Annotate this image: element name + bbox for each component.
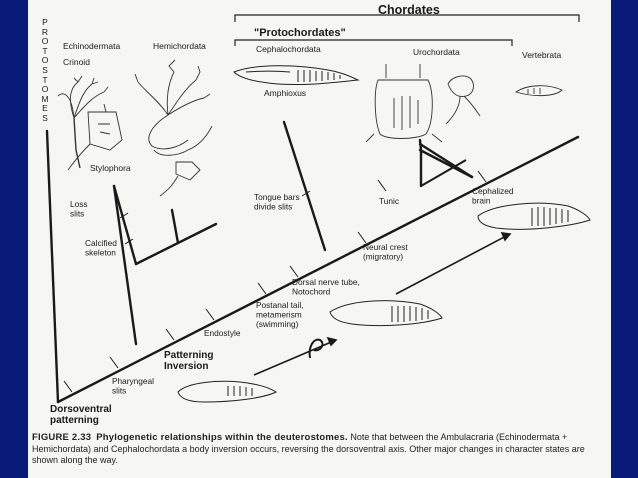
pharyngeal-slits-line-1: Pharyngeal [112, 376, 154, 386]
protostomes-letter: O [41, 36, 49, 47]
caption-title: Phylogenetic relationships within the de… [96, 432, 348, 443]
dorsoventral-line-2: patterning [50, 415, 99, 426]
neural-crest-line-2: (migratory) [363, 252, 403, 262]
patterning-inversion-line-1: Patterning [164, 350, 213, 361]
svg-text:Postanal tail,metamerism(swimm: Postanal tail,metamerism(swimming) [256, 300, 304, 329]
branch-details [420, 159, 467, 187]
inversion-symbol [308, 338, 324, 359]
protostomes-letter: S [42, 112, 48, 123]
tunic-label: Tunic [379, 196, 399, 206]
svg-text:Dorsal nerve tube,Notochord: Dorsal nerve tube,Notochord [292, 277, 360, 297]
taxon-crinoid: Crinoid [63, 57, 90, 67]
cephalized-brain-line-2: brain [472, 196, 491, 206]
taxon-vertebrata: Vertebrata [522, 50, 561, 60]
postanal-tail-line-1: Postanal tail, [256, 300, 304, 310]
phylogeny-diagram: Chordates "Protochordates" Echinodermata… [45, 3, 591, 426]
protochordates-bracket [234, 39, 513, 46]
taxon-hemichordata: Hemichordata [153, 41, 206, 51]
protostomes-letter: T [42, 45, 48, 56]
endostyle-label: Endostyle [204, 328, 241, 338]
protostomes-letter: R [41, 26, 49, 37]
chordates-bracket [234, 14, 580, 22]
protochordates-header: "Protochordates" [254, 27, 346, 39]
figure-caption: FIGURE 2.33 Phylogenetic relationships w… [32, 432, 604, 467]
postanal-tail-line-3: (swimming) [256, 319, 299, 329]
protostomes-letter: M [41, 93, 49, 104]
tongue-bars-line-2: divide slits [254, 202, 292, 212]
cephalized-body-sketch [477, 202, 591, 230]
phylogeny-tree [45, 120, 580, 404]
taxon-amphioxus: Amphioxus [264, 88, 306, 98]
dorsal-nerve-line-1: Dorsal nerve tube, [292, 277, 360, 287]
stylophora-sketch [67, 103, 123, 171]
early-body-sketch [177, 380, 277, 403]
neural-crest-line-1: Neural crest [363, 242, 408, 252]
taxon-echinodermata: Echinodermata [63, 41, 120, 51]
postanal-tail-line-2: metamerism [256, 310, 302, 320]
dorsoventral-line-1: Dorsoventral [50, 404, 112, 415]
protostomes-letter: T [42, 74, 48, 85]
calcified-skeleton-line-2: skeleton [85, 248, 116, 258]
taxon-urochordata: Urochordata [413, 47, 460, 57]
svg-text:Neural crest(migratory): Neural crest(migratory) [363, 242, 408, 262]
loss-slits-line-1: Loss [70, 199, 88, 209]
urochordate-sketch [365, 64, 481, 143]
character-ticks [63, 170, 487, 393]
pharyngeal-slits-line-2: slits [112, 386, 126, 396]
dorsal-nerve-line-2: Notochord [292, 287, 331, 297]
tongue-bars-line-1: Tongue bars [254, 192, 300, 202]
caption-body: Note that between the Ambulacraria (Echi… [32, 432, 585, 465]
protostomes-letter: E [42, 103, 48, 114]
patterning-inversion-line-2: Inversion [164, 361, 208, 372]
calcified-skeleton-line-1: Calcified [85, 238, 117, 248]
hemichordate-sketch [134, 59, 213, 197]
chordates-header: Chordates [378, 3, 440, 17]
caption-figure-label: FIGURE 2.33 [32, 432, 92, 443]
amphioxus-sketch [233, 65, 360, 86]
vertebrate-sketch [514, 85, 563, 97]
loss-slits-line-2: slits [70, 209, 84, 219]
protostomes-letter: O [41, 84, 49, 95]
protostomes-letter: P [42, 17, 48, 27]
swimming-body-sketch [329, 300, 443, 327]
cephalized-brain-line-1: Cephalized [472, 186, 514, 196]
taxon-stylophora: Stylophora [90, 163, 131, 173]
protostomes-letter: O [41, 55, 49, 66]
crinoid-sketch [57, 75, 109, 169]
taxon-cephalochordata: Cephalochordata [256, 44, 321, 54]
protostomes-letter: S [42, 64, 48, 75]
